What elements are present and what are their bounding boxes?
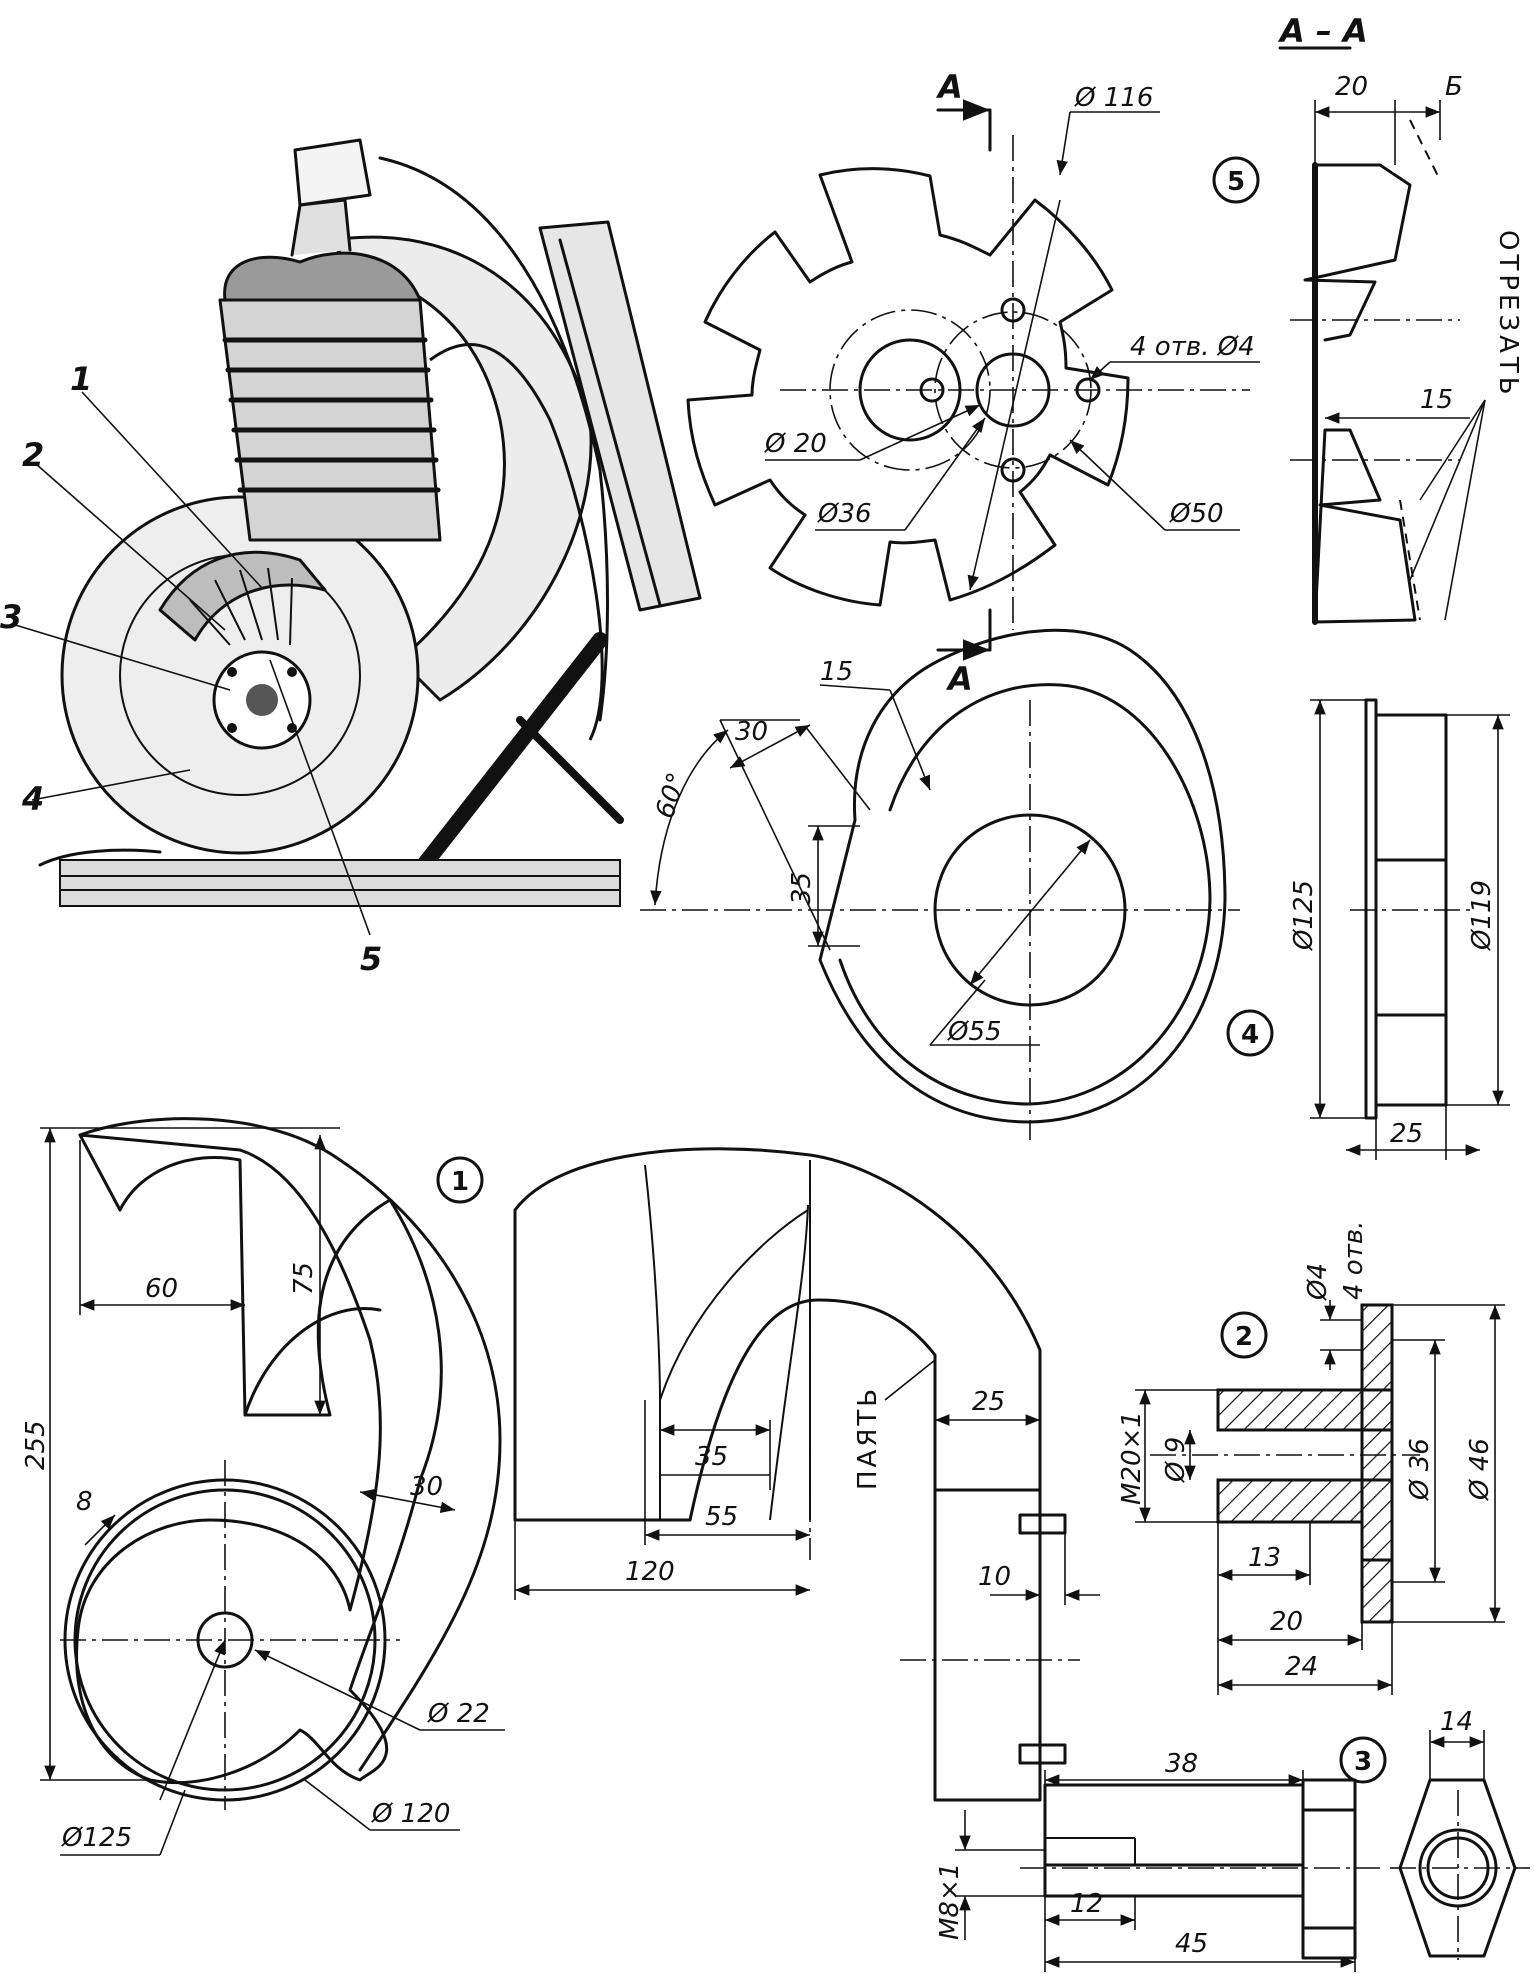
dim-2-l24: 24 [1285,1652,1318,1682]
dim-4-h35: 35 [787,872,817,905]
dim-1-rim8: 8 [76,1487,93,1517]
dim-1-neck30: 30 [410,1472,443,1502]
part-number-1: 1 [451,1167,469,1197]
dim-sheet-w10: 10 [978,1562,1011,1592]
dim-section-b: Б [1445,72,1463,102]
callout-2: 2 [22,436,44,474]
part-4-side-view: Ø125 Ø119 25 [1289,698,1510,1160]
dim-2-d4: Ø4 [1303,1263,1333,1301]
section-a-a: А – А 20 Б 15 ОТРЕЗАТЬ [1277,12,1523,625]
dim-3-l38: 38 [1165,1749,1198,1779]
dim-3-l12: 12 [1070,1889,1103,1919]
part-number-4: 4 [1241,1020,1259,1050]
dim-sheet-w25: 25 [972,1387,1005,1417]
dim-1-h75: 75 [289,1262,319,1295]
dim-section-w15: 15 [1420,385,1453,415]
dim-2-d36: Ø 36 [1405,1438,1435,1501]
dim-4-d125: Ø125 [1289,880,1319,951]
dim-2-d9: Ø 9 [1161,1437,1191,1483]
part-1-sheet: 120 35 55 25 10 ПАЯТЬ [513,1147,1100,1802]
dim-4-a60: 60° [650,769,693,822]
part-3-bolt: 38 M8×1 12 45 14 3 [935,1707,1530,1972]
part-number-3: 3 [1354,1747,1372,1777]
part-1-shroud: 255 60 75 30 8 Ø 22 Ø125 Ø 120 1 [21,1117,505,1856]
dim-2-l13: 13 [1248,1543,1281,1573]
dim-section-w20: 20 [1335,72,1368,102]
callout-1: 1 [70,360,92,398]
dim-sheet-w120: 120 [625,1557,675,1587]
dim-sheet-w35: 35 [695,1442,728,1472]
part-number-5: 5 [1227,167,1245,197]
dim-4-w15: 15 [820,657,853,687]
dim-1-d125: Ø125 [61,1823,132,1853]
dim-3-hex14: 14 [1440,1707,1473,1737]
part-2-hub: M20×1 Ø 9 Ø 36 Ø 46 Ø4 4 отв. 13 20 24 2 [1117,1221,1505,1695]
dim-2-d46: Ø 46 [1465,1438,1495,1501]
dim-4-w25: 25 [1390,1119,1423,1149]
part-number-2: 2 [1235,1322,1253,1352]
dim-5-d116: Ø 116 [1074,83,1153,113]
dim-4-d55: Ø55 [947,1017,1002,1047]
dim-2-thread: M20×1 [1117,1411,1147,1505]
dim-3-l45: 45 [1175,1929,1208,1959]
dim-5-holes: 4 отв. Ø4 [1130,332,1255,362]
section-mark-top: А [935,68,963,106]
note-cut-off: ОТРЕЗАТЬ [1493,230,1523,399]
illustration-callouts: 1 2 3 4 5 [0,360,382,978]
section-mark-bottom: А [945,660,973,698]
dim-sheet-w55: 55 [705,1502,738,1532]
callout-5: 5 [360,940,382,978]
dim-5-d20: Ø 20 [764,429,827,459]
dim-1-d120: Ø 120 [371,1799,450,1829]
part-5-impeller: А А Ø 116 4 отв. Ø4 Ø 20 Ø36 Ø50 5 [686,68,1260,698]
callout-4: 4 [21,780,44,818]
dim-2-l20: 20 [1270,1607,1303,1637]
part-4-volute: 60° 30 15 35 Ø55 4 [640,628,1274,1140]
note-solder: ПАЯТЬ [853,1386,883,1490]
dim-1-h255: 255 [21,1420,51,1470]
dim-4-w30: 30 [735,717,768,747]
dim-1-w60: 60 [145,1274,178,1304]
dim-2-holes: 4 отв. [1339,1221,1369,1300]
callout-3: 3 [0,598,22,636]
engine-illustration [38,138,702,907]
dim-4-d119: Ø119 [1467,880,1497,951]
dim-1-d22: Ø 22 [427,1699,490,1729]
dim-3-thread: M8×1 [935,1863,965,1940]
section-label: А – А [1277,12,1368,50]
dim-5-d50: Ø50 [1169,499,1224,529]
dim-5-d36: Ø36 [817,499,872,529]
